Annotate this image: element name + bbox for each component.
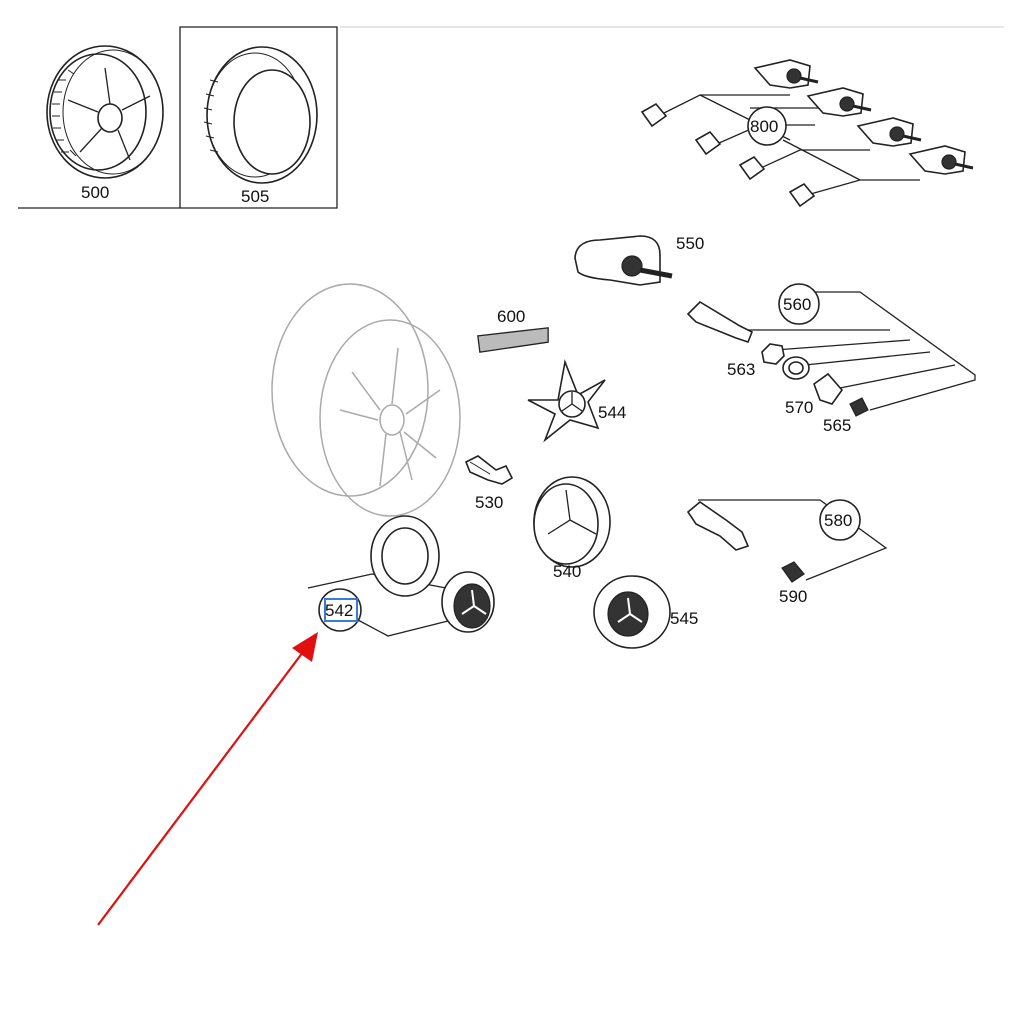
tire-icon [203, 46, 318, 184]
wheel-inset-box [18, 26, 338, 209]
part-label-545: 545 [670, 609, 698, 628]
hub-cap-set-icon [307, 515, 495, 637]
hub-cap-icon [533, 476, 611, 568]
valve-stem-set-icon [686, 283, 976, 417]
part-label-544: 544 [598, 403, 626, 422]
callout-circle [778, 283, 820, 325]
part-label-500: 500 [81, 183, 109, 202]
part-label-600: 600 [497, 307, 525, 326]
tpms-sensor-set-icon [640, 59, 974, 208]
part-label-505: 505 [241, 187, 269, 206]
rubber-valve-icon [686, 499, 888, 581]
complete-wheel-icon [46, 45, 164, 179]
hub-cap-flat-icon [593, 575, 671, 649]
center-spider-icon [527, 359, 606, 443]
part-label-580: 580 [824, 511, 852, 530]
part-label-530: 530 [475, 493, 503, 512]
wheel-rim-background-icon [271, 283, 461, 517]
part-label-542: 542 [325, 601, 353, 620]
part-label-800: 800 [750, 117, 778, 136]
highlight-box [324, 598, 358, 622]
tpms-sensor-icon [574, 235, 673, 286]
part-label-563: 563 [727, 360, 755, 379]
part-label-565: 565 [823, 416, 851, 435]
part-label-550: 550 [676, 234, 704, 253]
balance-weight-icon [477, 327, 549, 353]
part-label-590: 590 [779, 587, 807, 606]
part-label-540: 540 [553, 562, 581, 581]
part-label-560: 560 [783, 295, 811, 314]
red-arrow-icon [97, 632, 318, 926]
part-label-570: 570 [785, 398, 813, 417]
wheel-bolt-icon [464, 455, 514, 485]
callout-circle [819, 499, 861, 541]
callout-circle [747, 106, 787, 146]
valve-cap-icon [781, 561, 805, 583]
